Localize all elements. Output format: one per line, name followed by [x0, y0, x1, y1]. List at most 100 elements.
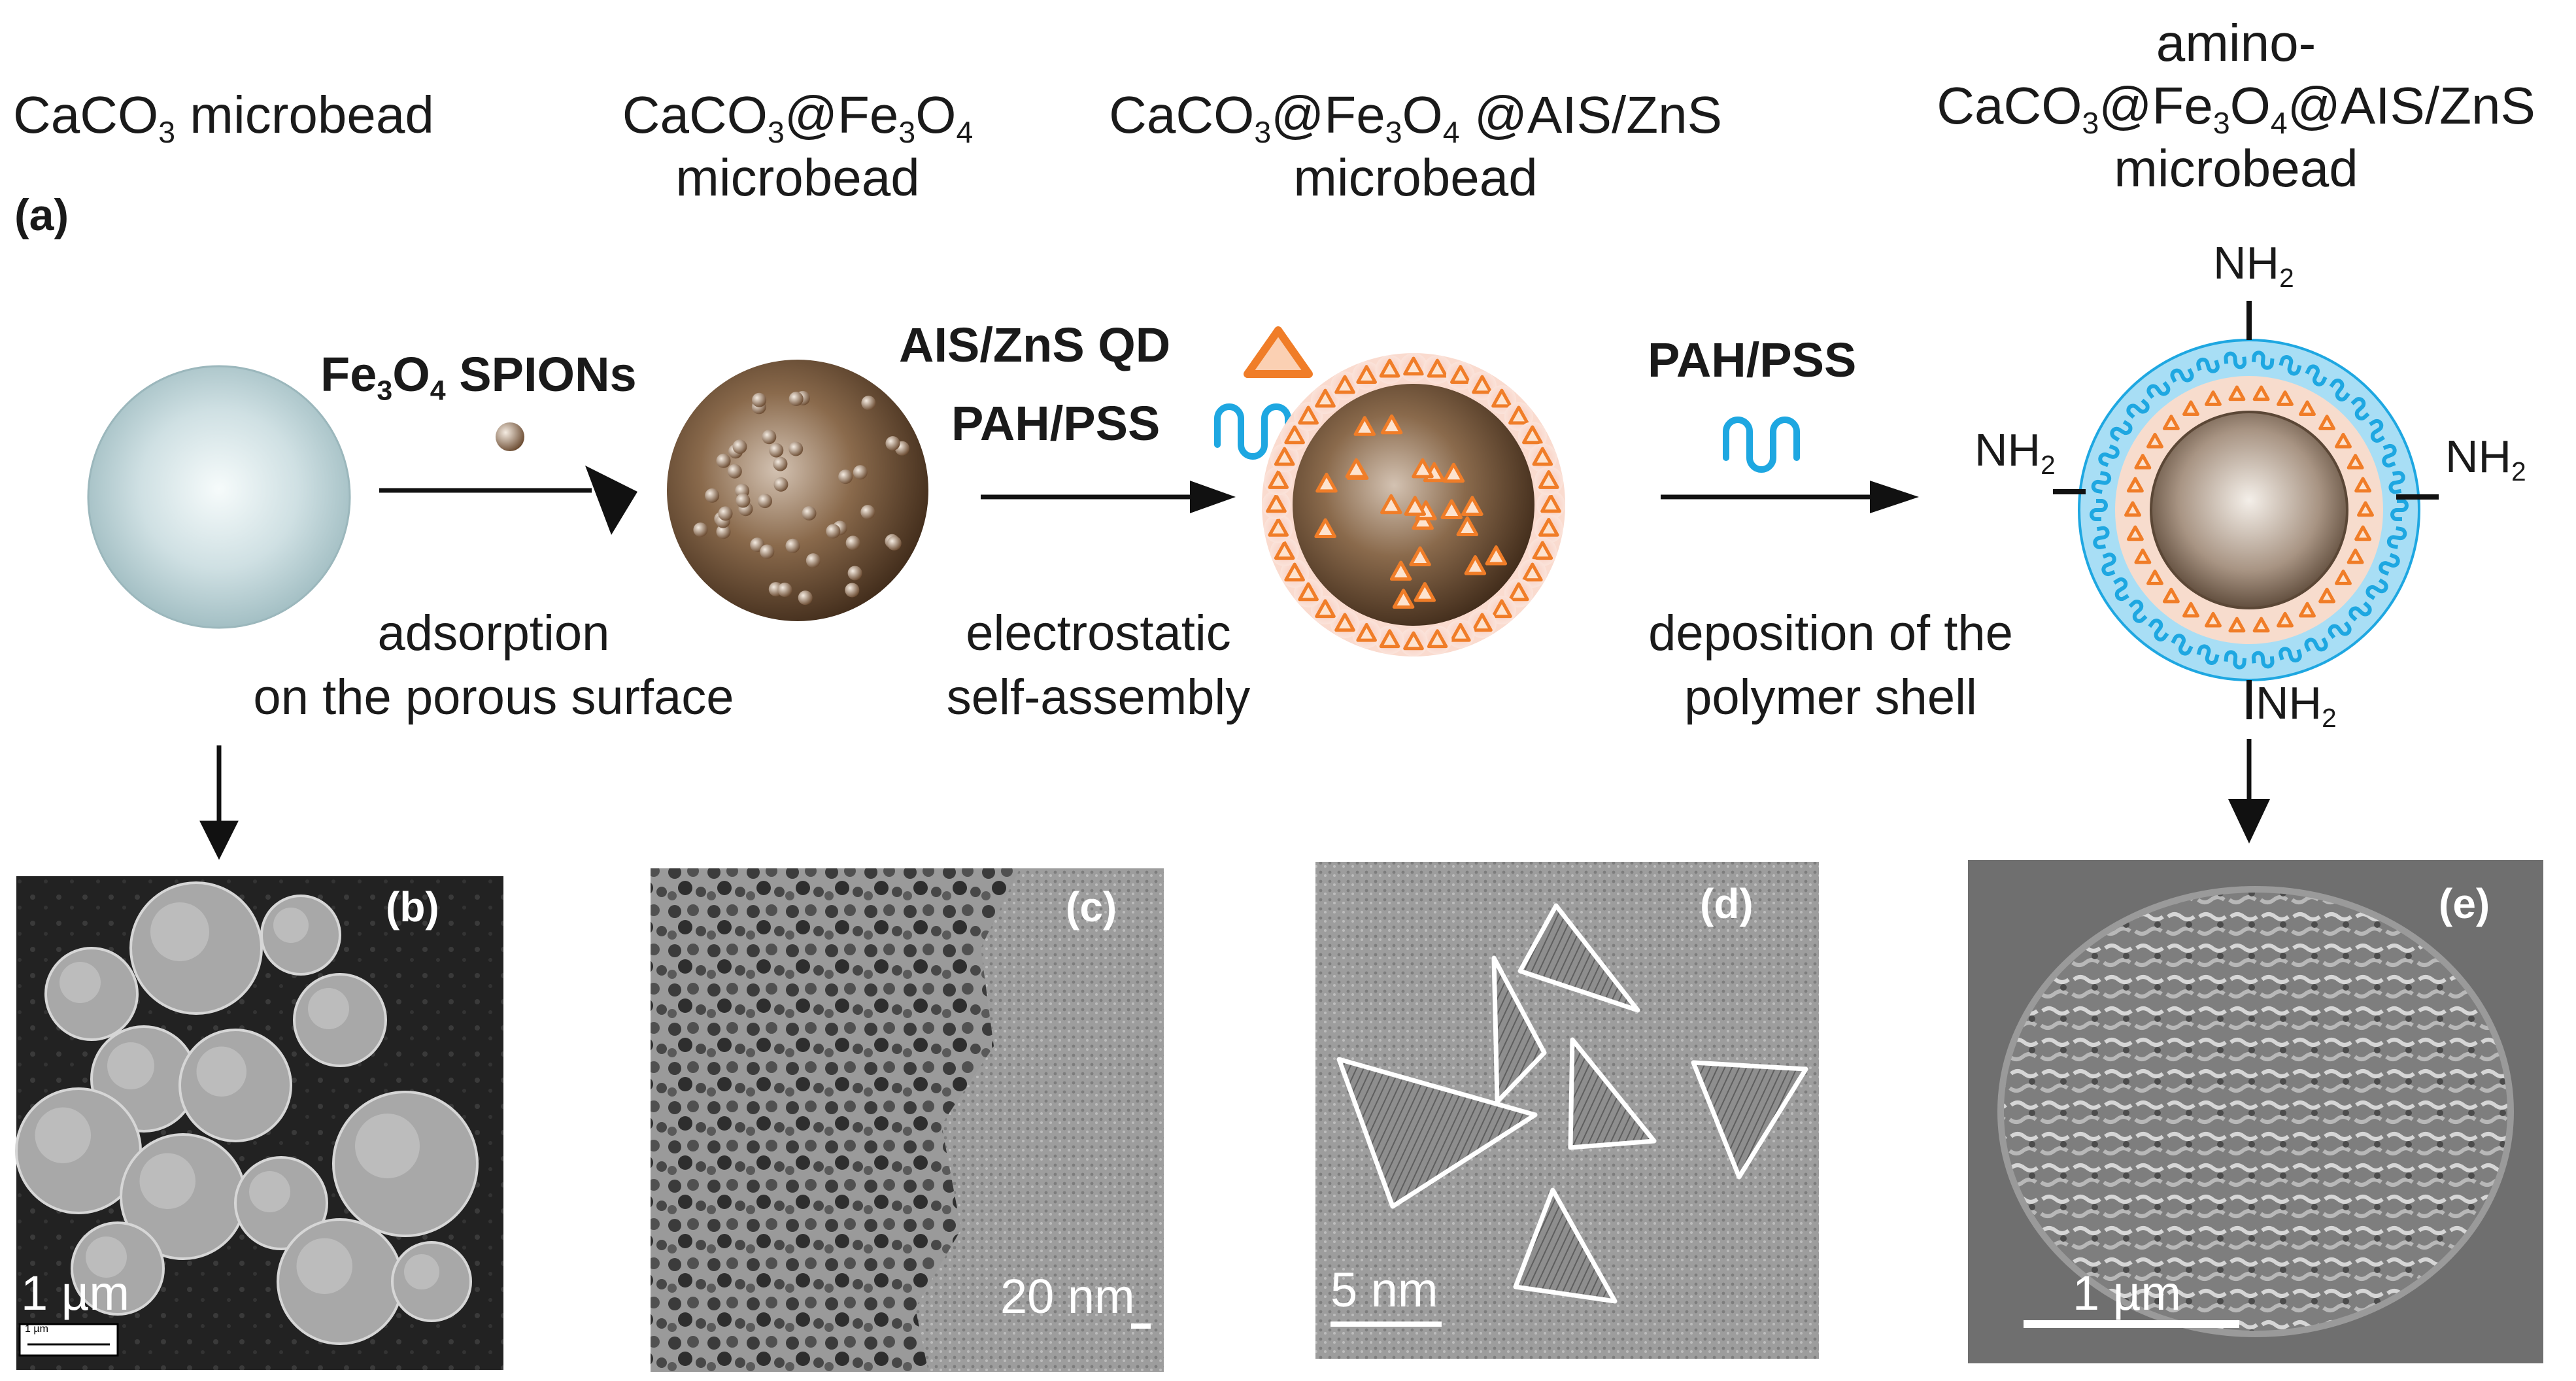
qd-triangle: [1334, 375, 1355, 394]
spion-dot: [845, 536, 860, 551]
panel-c-label: (c): [1066, 883, 1117, 930]
qd-triangle: [2354, 525, 2372, 541]
qd-triangle: [1414, 582, 1436, 602]
step-polymer-shell: deposition of the polymer shell: [1648, 605, 2013, 725]
amine-label-bottom: NH2: [2256, 677, 2337, 733]
qd-triangle: [1315, 472, 1338, 493]
spion-dot: [762, 430, 777, 445]
sem-sphere-highlight: [404, 1254, 439, 1289]
panel-b-scalebar-text: 1 µm: [25, 1323, 48, 1335]
qd-triangle: [1456, 516, 1479, 537]
polymer-loop: [2090, 499, 2108, 521]
polymer-loop: [2348, 601, 2372, 622]
qd-triangle: [2146, 570, 2163, 585]
qd-triangle: [1379, 629, 1400, 649]
qd-triangle: [1315, 599, 1336, 619]
caco3-bead: [87, 365, 351, 629]
qd-triangle: [1491, 599, 1512, 619]
qd-triangle: [1442, 462, 1465, 483]
polymer-loop: [2196, 357, 2220, 373]
qd-triangle: [2277, 611, 2294, 628]
polymer-loop: [2101, 553, 2116, 577]
qd-triangle: [2228, 617, 2246, 633]
panel-b-label: (b): [386, 883, 439, 930]
spion-dot: [718, 506, 733, 521]
panel-d-scale-text: 5 nm: [1330, 1263, 1438, 1317]
qd-outline-1: [1336, 1057, 1538, 1209]
polymer-loop: [2128, 600, 2148, 623]
qd-triangle: [1522, 425, 1543, 445]
sem-sphere-highlight: [150, 902, 209, 961]
qd-coated-bead: [1262, 353, 1565, 656]
step-adsorption: adsorption on the porous surface: [253, 605, 734, 725]
polymer-loop: [2388, 471, 2405, 494]
sem-sphere-highlight: [35, 1107, 91, 1163]
qd-triangle: [2205, 390, 2222, 406]
qd-triangle: [1472, 613, 1493, 632]
qd-triangle: [1532, 541, 1553, 560]
qd-triangle: [1450, 365, 1471, 384]
arrow-3-head: [1870, 481, 1919, 513]
reagent-qd: AIS/ZnS QD: [899, 318, 1171, 372]
spion-dot: [732, 439, 747, 454]
sem-sphere-highlight: [196, 1046, 246, 1097]
spion-dot: [752, 392, 767, 407]
qd-triangle: [1440, 499, 1463, 520]
qd-triangle: [2277, 390, 2294, 406]
spion-dot: [860, 505, 875, 520]
spion-dot: [760, 544, 775, 559]
polymer-loop: [2251, 651, 2275, 669]
qd-triangle: [2354, 477, 2372, 493]
qd-triangle: [1450, 622, 1471, 642]
reagent-pah-pss-2: PAH/PSS: [1648, 333, 1857, 387]
polymer-icon: [1214, 403, 1291, 460]
qd-triangle: [1522, 562, 1543, 582]
polymer-loop: [2171, 634, 2194, 656]
spion-dot: [727, 464, 742, 479]
polymer-loop: [2386, 526, 2407, 549]
qd-triangle: [1427, 629, 1448, 649]
qd-triangle: [1334, 613, 1355, 632]
qd-triangle: [2357, 501, 2374, 517]
qd-triangle: [2335, 432, 2352, 449]
polymer-loop: [2091, 471, 2112, 494]
polymer-loop: [2328, 621, 2352, 639]
qd-triangle: [1284, 425, 1305, 445]
qd-triangle: [1314, 518, 1336, 539]
amino-bead: [2078, 339, 2420, 681]
spion-dot: [773, 456, 788, 471]
qd-triangle: [1284, 562, 1305, 582]
qd-triangle: [1379, 358, 1400, 378]
reagent-spions: Fe3O4 SPIONs: [320, 347, 637, 407]
qd-triangle: [1380, 494, 1402, 515]
polymer-loop: [2279, 647, 2302, 663]
qd-triangle: [1298, 405, 1319, 425]
arrow-1-head: [585, 466, 637, 535]
qd-triangle: [1274, 447, 1295, 466]
title-caco3-fe3o4-ais: CaCO3@Fe3O4 @AIS/ZnS microbead: [1109, 86, 1722, 207]
qd-triangle: [1356, 365, 1377, 384]
qd-triangle: [2126, 525, 2144, 541]
sem-sphere-highlight: [249, 1171, 290, 1212]
qd-outline-4: [1568, 1037, 1657, 1150]
spion-dot: [788, 391, 804, 406]
qd-triangle: [1540, 494, 1561, 513]
qd-triangle: [2299, 400, 2316, 417]
polymer-loop: [2113, 577, 2129, 602]
qd-triangle: [2124, 501, 2141, 517]
qd-triangle: [2228, 385, 2246, 401]
spion-dot: [773, 477, 788, 492]
polymer-loop: [2390, 499, 2409, 521]
qd-triangle: [2318, 415, 2336, 430]
qd-triangle: [1464, 555, 1487, 575]
polymer-loop: [2110, 420, 2133, 442]
sem-sphere-highlight: [355, 1114, 420, 1178]
spion-dot: [757, 494, 772, 509]
qd-triangle: [2347, 548, 2364, 564]
polymer-loop: [2279, 355, 2302, 376]
amine-label-top: NH2: [2213, 237, 2294, 293]
polymer-loop: [2329, 379, 2350, 401]
spion-dot: [705, 488, 720, 503]
qd-triangle: [1268, 517, 1289, 537]
qd-triangle: [1532, 447, 1553, 466]
